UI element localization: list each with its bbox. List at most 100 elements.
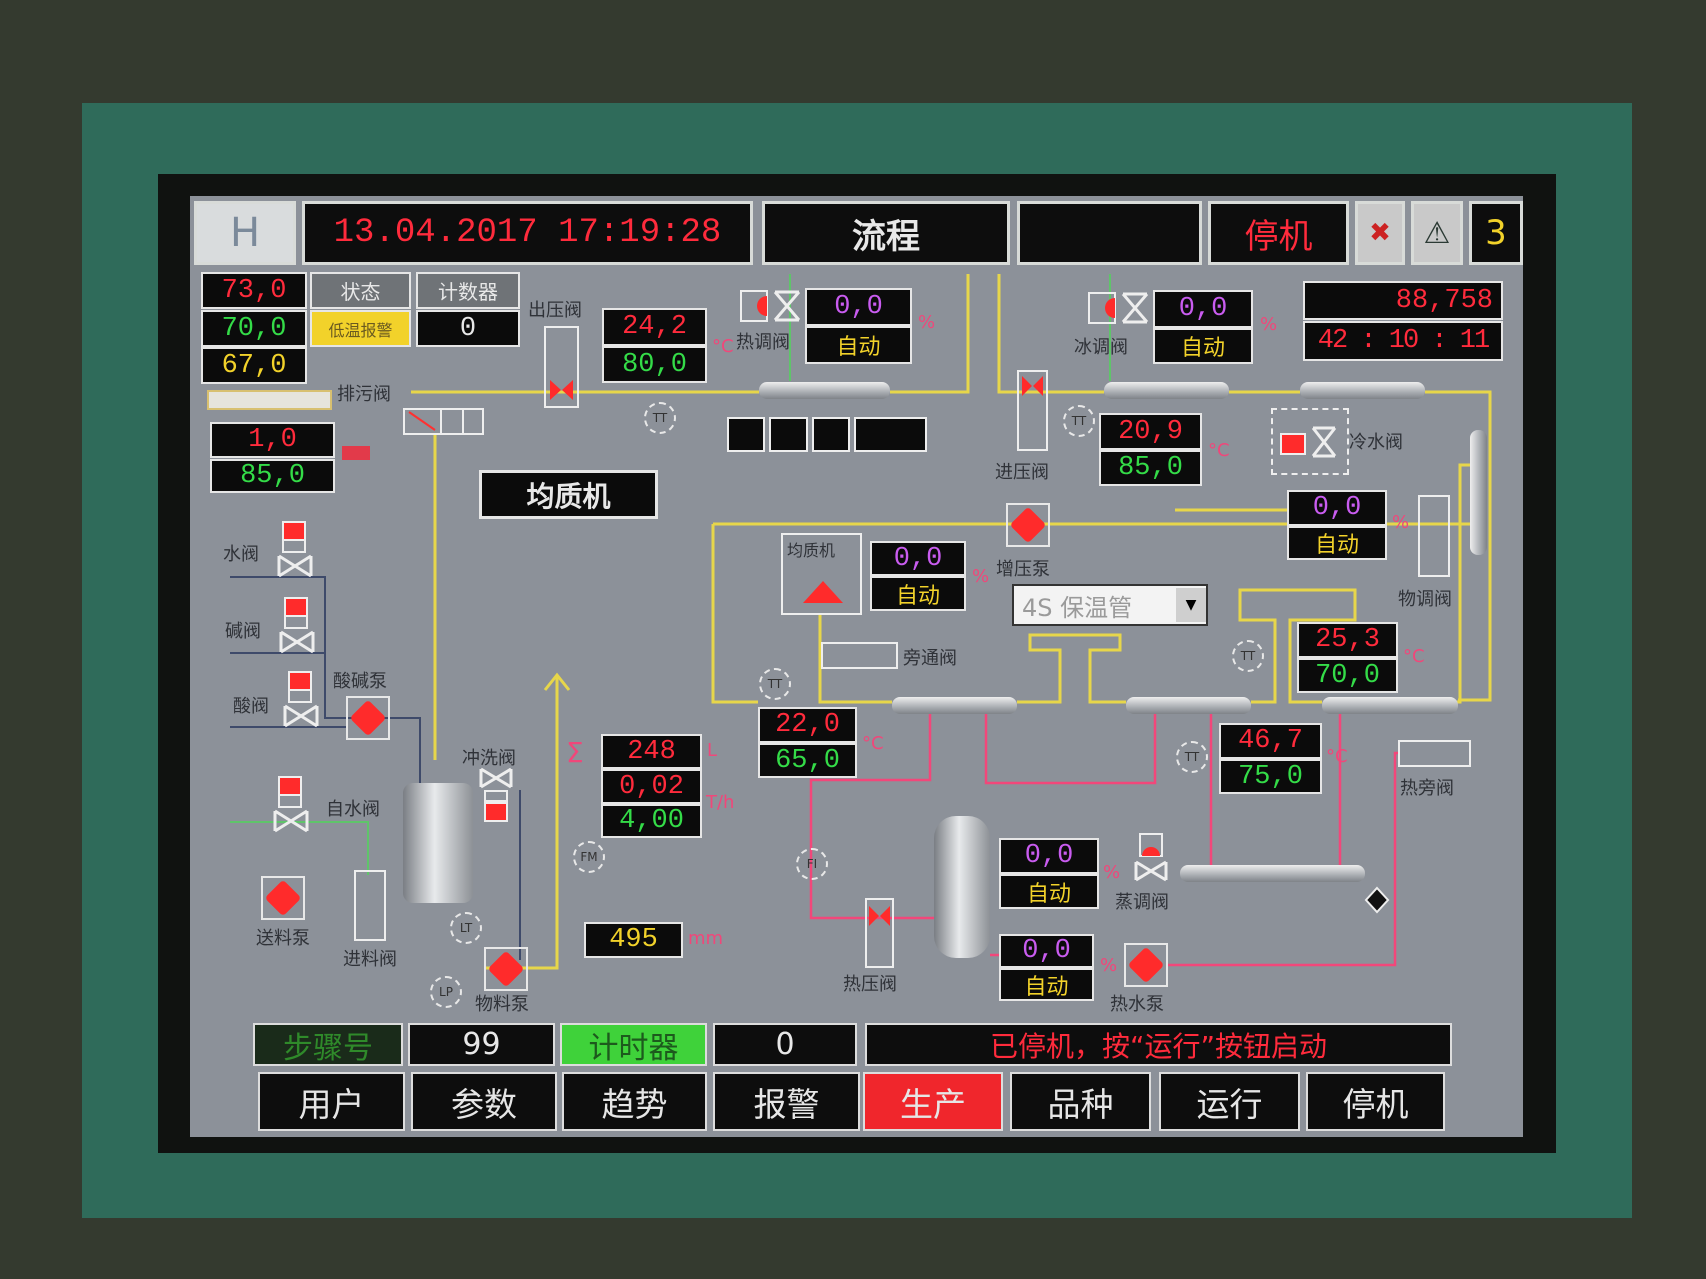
flush-valve[interactable] xyxy=(479,767,513,827)
state-header: 状态 xyxy=(310,272,411,309)
nav-alarms[interactable]: 报警 xyxy=(713,1072,860,1131)
alarm-mute-icon[interactable]: ✖ xyxy=(1355,201,1405,265)
ice-valve-unit: % xyxy=(1260,314,1278,335)
heat-valve-mode[interactable]: 自动 xyxy=(805,326,912,364)
heat-valve-percent[interactable]: 0,0 xyxy=(805,288,912,326)
ice-valve-mode[interactable]: 自动 xyxy=(1153,328,1253,364)
material-control-valve[interactable] xyxy=(1418,495,1450,577)
screen-title: 流程 xyxy=(762,201,1010,265)
drain-indicator xyxy=(342,446,370,460)
steam-valve-percent[interactable]: 0,0 xyxy=(999,838,1099,874)
material-valve-percent[interactable]: 0,0 xyxy=(1287,490,1387,526)
ice-control-valve[interactable] xyxy=(1088,290,1153,326)
hot-water-pump[interactable] xyxy=(1124,943,1168,987)
homogenizer-percent[interactable]: 0,0 xyxy=(870,541,966,576)
counter-value: 0 xyxy=(416,310,520,347)
hold-temp-1-setpoint[interactable]: 65,0 xyxy=(758,743,857,778)
homogenizer-unit: % xyxy=(972,566,990,587)
outlet-temp-setpoint[interactable]: 80,0 xyxy=(602,346,707,383)
outlet-temp-unit: °C xyxy=(712,336,734,357)
nav-parameters[interactable]: 参数 xyxy=(411,1072,557,1131)
temp-transmitter-icon: TT xyxy=(759,668,791,700)
timer-value: 0 xyxy=(713,1023,857,1066)
timer-label: 计时器 xyxy=(560,1023,707,1066)
material-valve-mode[interactable]: 自动 xyxy=(1287,526,1387,560)
feed-valve-label: 进料阀 xyxy=(343,949,397,970)
feed-valve[interactable] xyxy=(354,870,386,941)
homogenizer-mode[interactable]: 自动 xyxy=(870,576,966,611)
steam-control-valve[interactable] xyxy=(1132,832,1170,886)
outlet-pressure-valve[interactable] xyxy=(544,326,579,408)
tap-water-valve[interactable] xyxy=(273,775,309,837)
heat-exchanger-6 xyxy=(1322,697,1458,714)
homogenizer-button[interactable]: 均质机 xyxy=(479,470,658,519)
holding-tube-dropdown[interactable]: 4S 保温管 ▼ xyxy=(1012,584,1208,626)
heat-exchanger-4 xyxy=(892,697,1017,714)
hot-water-pump-mode[interactable]: 自动 xyxy=(999,968,1094,1001)
stop-button[interactable]: 停机 xyxy=(1306,1072,1445,1131)
flow-indicator-icon: FI xyxy=(796,848,828,880)
run-button[interactable]: 运行 xyxy=(1159,1072,1300,1131)
status-message: 已停机，按“运行”按钮启动 xyxy=(865,1023,1452,1066)
hot-temp-unit: °C xyxy=(1326,746,1348,767)
flow-setpoint[interactable]: 4,00 xyxy=(601,804,702,838)
homogenizer-label: 均质机 xyxy=(787,541,836,560)
inlet-temp-unit: °C xyxy=(1208,440,1230,461)
chevron-down-icon[interactable]: ▼ xyxy=(1176,588,1206,622)
booster-pump[interactable] xyxy=(1006,503,1050,547)
hot-temp-setpoint[interactable]: 75,0 xyxy=(1219,759,1322,794)
ice-valve-percent[interactable]: 0,0 xyxy=(1153,290,1253,328)
machine-status: 停机 xyxy=(1208,201,1349,265)
ice-control-valve-label: 冰调阀 xyxy=(1074,337,1128,358)
flush-valve-label: 冲洗阀 xyxy=(462,748,516,769)
hot-pressure-valve[interactable] xyxy=(865,898,894,968)
hold-temp-2-setpoint[interactable]: 70,0 xyxy=(1297,658,1398,693)
warning-icon[interactable]: ⚠ xyxy=(1411,201,1463,265)
hot-water-pump-label: 热水泵 xyxy=(1110,994,1164,1015)
homogenizer-unit[interactable]: 均质机 xyxy=(781,533,862,615)
flow-rate-unit: T/h xyxy=(706,792,735,813)
alarm-count[interactable]: 3 xyxy=(1469,201,1523,265)
counter-header: 计数器 xyxy=(416,272,520,309)
runtime-time: 42 : 10 : 11 xyxy=(1303,321,1503,361)
nav-trends[interactable]: 趋势 xyxy=(562,1072,707,1131)
hot-bypass-valve[interactable] xyxy=(1398,740,1471,767)
flow-total: 248 xyxy=(601,734,702,769)
sigma-icon: Σ xyxy=(566,736,584,769)
hold-temp-1-unit: °C xyxy=(862,733,884,754)
level-transmitter-icon: LT xyxy=(450,912,482,944)
cold-water-valve[interactable] xyxy=(1271,408,1349,475)
drain-valve[interactable] xyxy=(403,408,484,435)
alkali-valve[interactable] xyxy=(279,596,315,658)
hold-temp-2-unit: °C xyxy=(1403,646,1425,667)
heat-control-valve[interactable] xyxy=(740,288,805,324)
hot-pressure-valve-label: 热压阀 xyxy=(843,974,897,995)
run-triangle-icon xyxy=(803,581,843,603)
logo-letter: H xyxy=(229,210,261,256)
water-valve[interactable] xyxy=(277,520,313,582)
runtime-total: 88,758 xyxy=(1303,281,1503,320)
drain-valve-label: 排污阀 xyxy=(337,384,391,405)
step-value: 99 xyxy=(408,1023,555,1066)
nav-product-type[interactable]: 品种 xyxy=(1010,1072,1151,1131)
heat-exchanger-3 xyxy=(1300,382,1425,399)
hold-temp-2-actual: 25,3 xyxy=(1297,622,1398,658)
flow-total-unit: L xyxy=(707,740,718,761)
acid-alkali-pump[interactable] xyxy=(346,696,390,740)
inlet-temp-setpoint[interactable]: 85,0 xyxy=(1099,450,1202,486)
feed-pump[interactable] xyxy=(261,876,305,920)
nav-production[interactable]: 生产 xyxy=(863,1072,1003,1131)
nav-user[interactable]: 用户 xyxy=(258,1072,405,1131)
steam-valve-unit: % xyxy=(1103,862,1121,883)
product-pump[interactable] xyxy=(484,947,528,991)
acid-valve[interactable] xyxy=(283,670,319,732)
heat-exchanger-5 xyxy=(1126,697,1251,714)
temp-transmitter-icon: TT xyxy=(1176,741,1208,773)
temp-transmitter-icon: TT xyxy=(1063,405,1095,437)
hot-water-pump-percent[interactable]: 0,0 xyxy=(999,934,1094,968)
flow-rate: 0,02 xyxy=(601,769,702,804)
bypass-valve[interactable] xyxy=(821,642,898,669)
tap-water-valve-label: 自水阀 xyxy=(326,799,380,820)
inlet-pressure-valve[interactable] xyxy=(1017,370,1048,451)
steam-valve-mode[interactable]: 自动 xyxy=(999,874,1099,909)
